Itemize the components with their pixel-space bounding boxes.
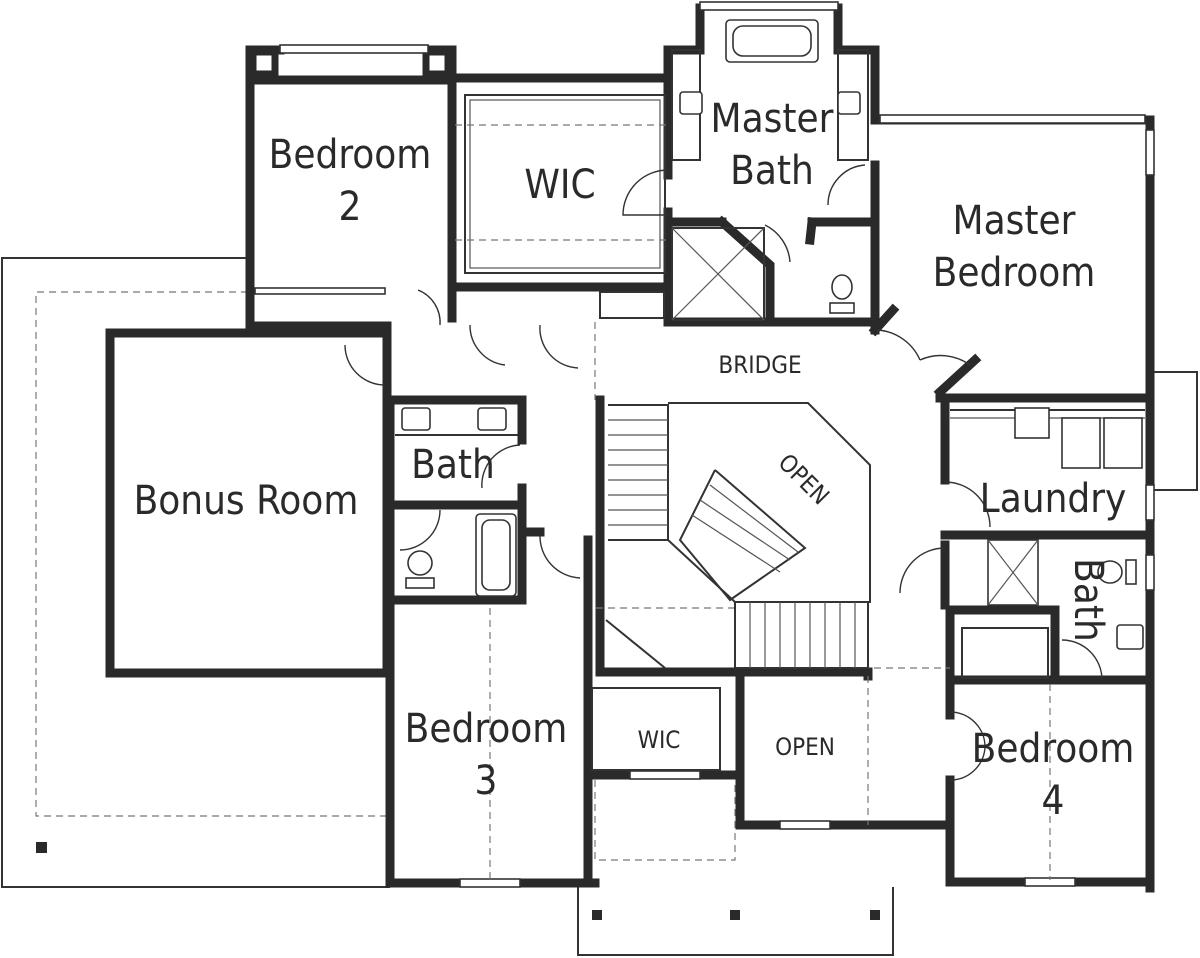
room-labels: Bedroom 2 WIC Master Bath Master Bedroom…	[134, 96, 1135, 824]
interior-lines	[455, 49, 1145, 880]
label-bedroom-2-line1: Bedroom	[269, 132, 432, 178]
label-bath-side: Bath	[1065, 558, 1111, 642]
fixtures	[395, 19, 1144, 650]
label-bonus-room: Bonus Room	[134, 478, 359, 524]
label-laundry: Laundry	[980, 476, 1127, 522]
label-bedroom-2-line2: 2	[339, 184, 362, 230]
roof-outlines	[1, 257, 1198, 956]
label-master-bath-line1: Master	[711, 96, 834, 142]
label-master-bath-line2: Bath	[730, 148, 814, 194]
label-bedroom-4-line1: Bedroom	[972, 726, 1135, 772]
label-bath-hall: Bath	[411, 442, 495, 488]
label-open-stair: OPEN	[773, 448, 835, 510]
label-bedroom-3-line2: 3	[475, 758, 498, 804]
label-open-lower: OPEN	[775, 733, 835, 761]
label-wic-upper: WIC	[524, 162, 595, 208]
label-wic-lower: WIC	[638, 726, 681, 754]
label-master-bedroom-line2: Bedroom	[933, 250, 1096, 296]
label-bridge: BRIDGE	[718, 351, 801, 379]
label-master-bedroom-line1: Master	[953, 198, 1076, 244]
windows	[254, 1, 1155, 888]
label-bedroom-3-line1: Bedroom	[405, 706, 568, 752]
porch-posts	[36, 842, 880, 920]
label-bedroom-4-line2: 4	[1042, 778, 1065, 824]
stairs	[605, 402, 871, 669]
door-swings	[344, 164, 1103, 781]
